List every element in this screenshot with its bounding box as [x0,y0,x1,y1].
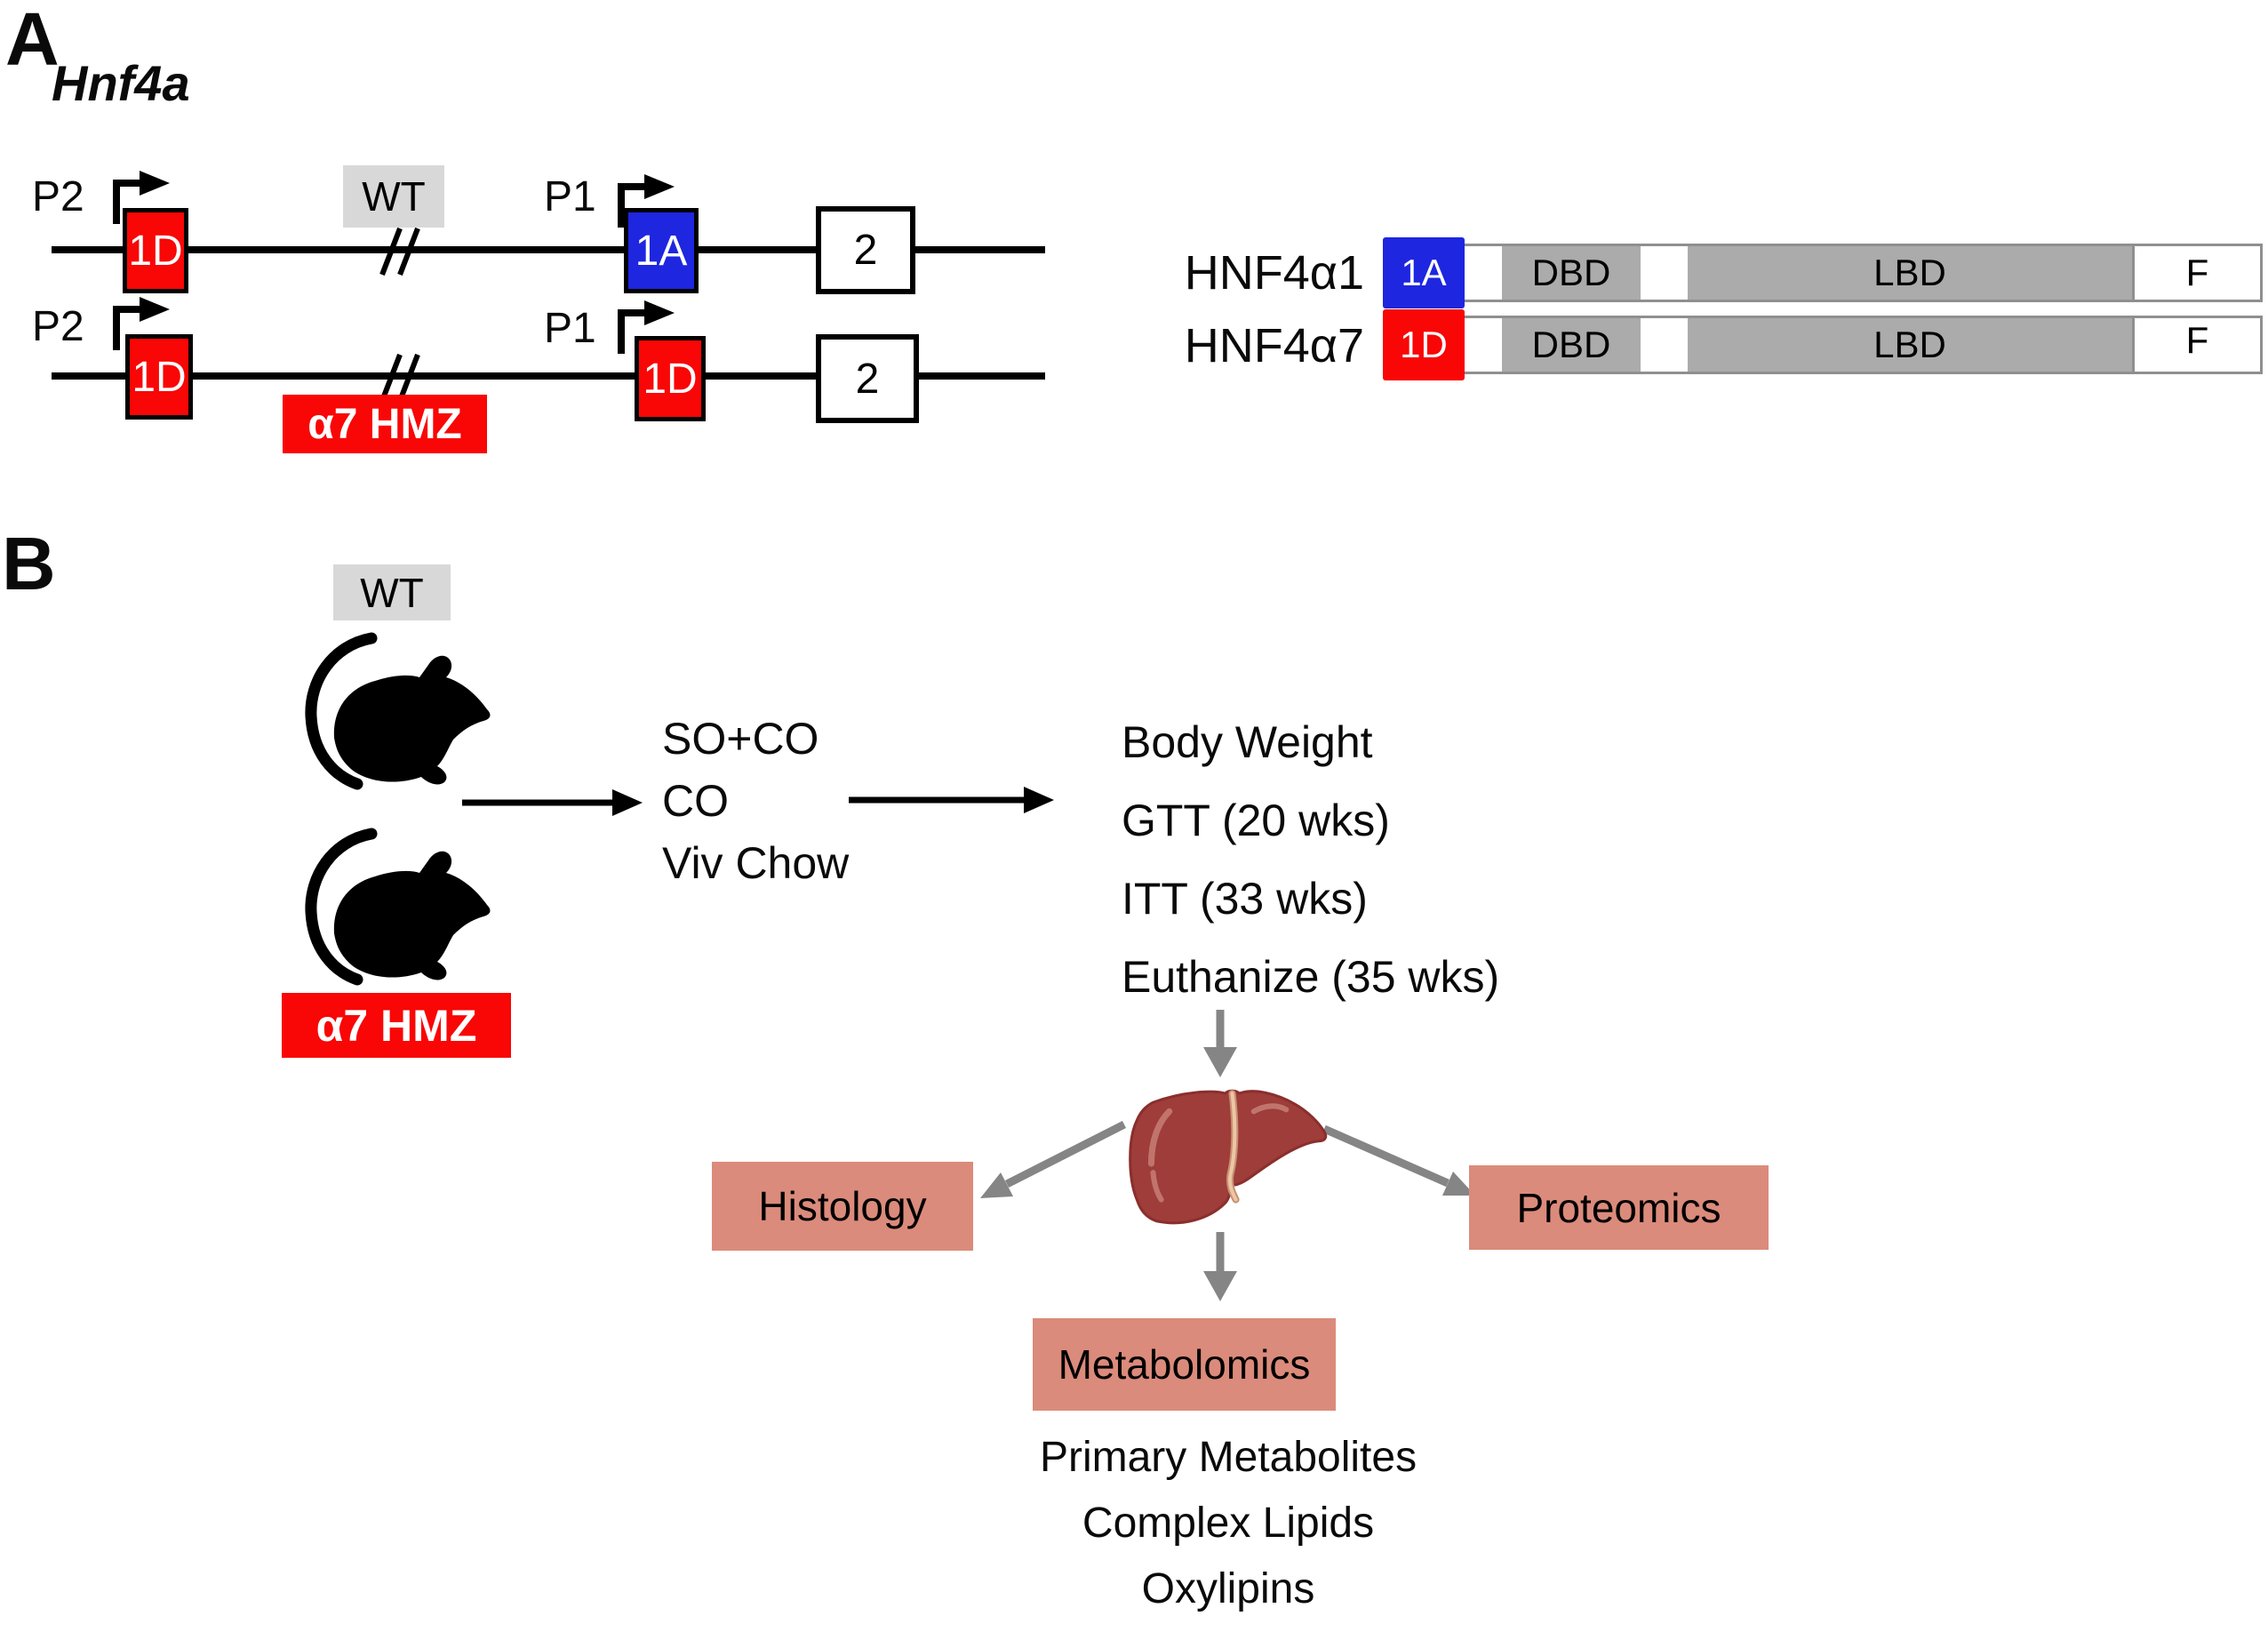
panel-b-label: B [2,522,56,605]
diet-co: CO [662,776,729,826]
proteomics-arrow-icon [1322,1124,1475,1196]
diet-viv-chow: Viv Chow [662,838,850,888]
dbd-domain: DBD [1502,318,1641,372]
exon-1a-box: 1A [624,208,699,293]
timeline-itt: ITT (33 wks) [1122,874,1368,924]
metabolite-oxylipins: Oxylipins [1141,1565,1315,1612]
promoter-arrow-icon [618,174,675,228]
sequence-break-icon [379,227,420,276]
histology-arrow-icon [980,1120,1127,1198]
panel-a-label: A [5,0,60,81]
flow-arrow-icon [462,789,643,816]
wt-mouse-badge: WT [333,564,451,620]
histology-box: Histology [712,1162,973,1251]
lbd-domain: LBD [1688,246,2132,300]
promoter-arrow-icon [113,171,170,224]
protein-bar-hnf4a1: DBD LBD F 1A [1383,237,2263,308]
liver-icon [1129,1089,1328,1225]
diet-so-co: SO+CO [662,714,819,764]
gene-name: Hnf4a [52,55,190,111]
metabolomics-arrow-icon [1203,1232,1237,1301]
flow-arrow-icon [849,787,1054,813]
exon-1d-lead-box: 1D [1383,309,1465,380]
promoter-p1-label: P1 [544,305,596,352]
metabolite-lipids: Complex Lipids [1082,1500,1375,1547]
f-domain: F [2132,318,2260,372]
promoter-p2-label: P2 [32,303,84,350]
metabolite-primary: Primary Metabolites [1039,1434,1418,1481]
proteomics-box: Proteomics [1469,1165,1769,1250]
dbd-domain: DBD [1502,246,1641,300]
protein-bar-hnf4a7: DBD LBD F 1D [1383,309,2263,380]
promoter-arrow-icon [618,300,675,354]
exon-2-box: 2 [816,334,919,423]
lbd-domain: LBD [1688,318,2132,372]
exon-1a-lead-box: 1A [1383,237,1465,308]
hmz-allele-badge: α7 HMZ [283,395,487,453]
hmz-mouse-badge: α7 HMZ [282,993,511,1058]
exon-1d-box: 1D [123,208,188,293]
timeline-gtt: GTT (20 wks) [1122,796,1390,845]
protein-hnf4a7-label: HNF4α7 [1184,319,1364,372]
exon-2-box: 2 [816,206,915,294]
mouse-icon [305,828,491,986]
metabolomics-box: Metabolomics [1033,1318,1336,1411]
exon-1d-box: 1D [125,334,193,420]
gene-line-wt [52,246,1045,253]
wt-allele-badge: WT [343,165,444,228]
mouse-icon [305,632,491,790]
down-arrow-icon [1203,1010,1237,1077]
f-domain: F [2132,246,2260,300]
timeline-body-weight: Body Weight [1122,717,1373,767]
protein-hnf4a1-label: HNF4α1 [1184,246,1364,300]
timeline-euthanize: Euthanize (35 wks) [1122,952,1500,1002]
sequence-break-icon [379,353,420,403]
promoter-p1-label: P1 [544,173,596,220]
gene-line-hmz [52,372,1045,380]
promoter-arrow-icon [113,297,170,350]
exon-1d-knockin-box: 1D [635,336,706,421]
promoter-p2-label: P2 [32,173,84,220]
